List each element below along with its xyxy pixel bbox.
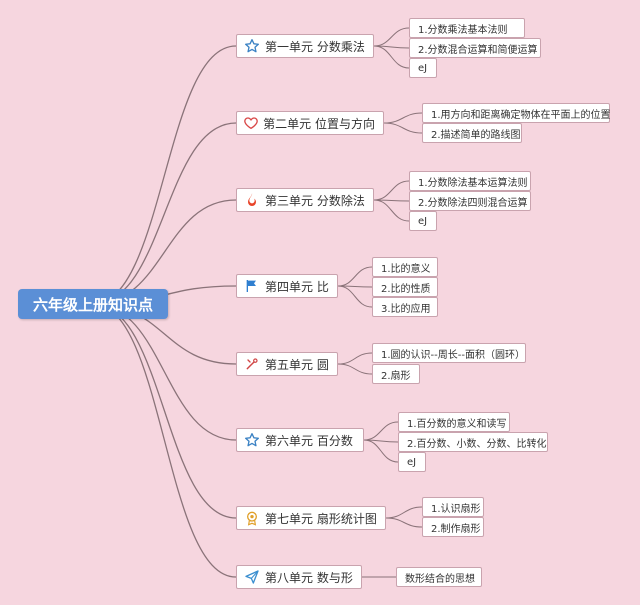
unit-title: 第三单元 分数除法 <box>265 193 365 208</box>
paper-plane-icon <box>243 568 261 586</box>
unit-node-1[interactable]: 第一单元 分数乘法 <box>236 34 374 58</box>
unit-node-3[interactable]: 第三单元 分数除法 <box>236 188 374 212</box>
leaf-node[interactable]: 2.比的性质 <box>372 277 438 297</box>
unit-title: 第五单元 圆 <box>265 357 329 372</box>
leaf-node[interactable]: 1.用方向和距离确定物体在平面上的位置 <box>422 103 611 123</box>
leaf-node[interactable]: 2.百分数、小数、分数、比转化 <box>398 432 548 452</box>
leaf-node[interactable]: eJ <box>409 58 437 78</box>
leaf-node[interactable]: 3.比的应用 <box>372 297 438 317</box>
fire-icon <box>243 191 261 209</box>
unit-to-leaf-link <box>337 363 373 375</box>
unit-node-4[interactable]: 第四单元 比 <box>236 274 338 298</box>
leaf-node[interactable]: 1.圆的认识--周长--面积（圆环） <box>372 343 526 363</box>
leaf-node[interactable]: 数形结合的思想 <box>396 567 482 587</box>
root-to-unit-link <box>92 303 237 441</box>
leaf-node[interactable]: 2.分数除法四则混合运算 <box>409 191 531 211</box>
root-to-unit-link <box>92 303 237 519</box>
unit-title: 第四单元 比 <box>265 279 329 294</box>
leaf-node[interactable]: 1.百分数的意义和读写 <box>398 412 510 432</box>
unit-title: 第六单元 百分数 <box>265 433 353 448</box>
unit-title: 第二单元 位置与方向 <box>263 116 375 131</box>
leaf-node[interactable]: 1.分数除法基本运算法则 <box>409 171 531 191</box>
leaf-node[interactable]: eJ <box>398 452 426 472</box>
unit-to-leaf-link <box>337 352 373 365</box>
root-to-unit-link <box>92 303 237 578</box>
unit-to-leaf-link <box>373 45 410 69</box>
leaf-node[interactable]: eJ <box>409 211 437 231</box>
unit-node-8[interactable]: 第八单元 数与形 <box>236 565 362 589</box>
unit-to-leaf-link <box>373 199 410 222</box>
unit-title: 第八单元 数与形 <box>265 570 353 585</box>
unit-to-leaf-link <box>373 27 410 47</box>
unit-to-leaf-link <box>383 112 423 124</box>
root-node[interactable]: 六年级上册知识点 <box>18 289 168 319</box>
leaf-node[interactable]: 1.分数乘法基本法则 <box>409 18 525 38</box>
unit-title: 第七单元 扇形统计图 <box>265 511 377 526</box>
unit-to-leaf-link <box>363 421 399 441</box>
root-to-unit-link <box>92 45 237 305</box>
medal-icon <box>243 509 261 527</box>
leaf-node[interactable]: 1.认识扇形 <box>422 497 484 517</box>
unit-node-6[interactable]: 第六单元 百分数 <box>236 428 364 452</box>
root-to-unit-link <box>92 122 237 305</box>
unit-node-5[interactable]: 第五单元 圆 <box>236 352 338 376</box>
tools-icon <box>243 355 261 373</box>
leaf-node[interactable]: 2.分数混合运算和简便运算 <box>409 38 541 58</box>
unit-node-7[interactable]: 第七单元 扇形统计图 <box>236 506 386 530</box>
unit-to-leaf-link <box>385 517 423 528</box>
unit-to-leaf-link <box>373 180 410 201</box>
unit-to-leaf-link <box>383 122 423 134</box>
leaf-node[interactable]: 2.描述简单的路线图 <box>422 123 522 143</box>
unit-title: 第一单元 分数乘法 <box>265 39 365 54</box>
leaf-node[interactable]: 1.比的意义 <box>372 257 438 277</box>
star-icon <box>243 37 261 55</box>
unit-node-2[interactable]: 第二单元 位置与方向 <box>236 111 384 135</box>
unit-to-leaf-link <box>363 439 399 463</box>
star-icon <box>243 431 261 449</box>
leaf-node[interactable]: 2.扇形 <box>372 364 420 384</box>
unit-to-leaf-link <box>385 506 423 519</box>
flag-icon <box>243 277 261 295</box>
leaf-node[interactable]: 2.制作扇形 <box>422 517 484 537</box>
unit-to-leaf-link <box>337 266 373 287</box>
heart-icon <box>243 114 259 132</box>
unit-to-leaf-link <box>337 285 373 308</box>
